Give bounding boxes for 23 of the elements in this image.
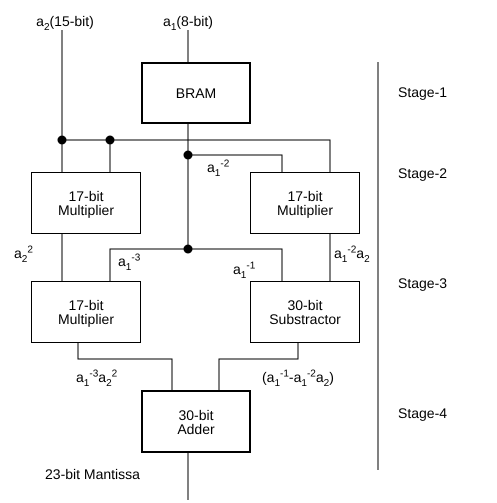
process-box bbox=[31, 172, 141, 234]
edge-label: a$_{1}$$^{-2}$a$_{2}$ bbox=[334, 246, 370, 260]
stage-label: Stage-3 bbox=[398, 276, 448, 290]
box-label: 30-bit Adder bbox=[177, 408, 215, 436]
box-label: 30-bit Substractor bbox=[269, 298, 341, 326]
box-label: 17-bit Multiplier bbox=[58, 298, 114, 326]
stage-label: Stage-1 bbox=[398, 85, 448, 99]
process-box bbox=[141, 390, 251, 453]
signal-label: a$_{1}$(8-bit) bbox=[163, 14, 213, 28]
signal-label: a$_{2}$(15-bit) bbox=[36, 14, 94, 28]
edge-label: 23-bit Mantissa bbox=[45, 467, 140, 481]
process-box bbox=[141, 62, 251, 124]
connector-line bbox=[218, 342, 298, 390]
process-box bbox=[250, 281, 360, 343]
process-box bbox=[250, 172, 360, 234]
stage-label: Stage-2 bbox=[398, 166, 448, 180]
edge-label: (a$_{1}$$^{-1}$-a$_{1}$$^{-2}$a$_{2}$) bbox=[262, 370, 334, 384]
box-label: 17-bit Multiplier bbox=[58, 189, 114, 217]
box-label: BRAM bbox=[176, 86, 216, 100]
process-box bbox=[31, 281, 141, 343]
connector-line bbox=[78, 342, 172, 390]
box-label: 17-bit Multiplier bbox=[276, 189, 333, 217]
stage-label: Stage-4 bbox=[398, 406, 448, 420]
